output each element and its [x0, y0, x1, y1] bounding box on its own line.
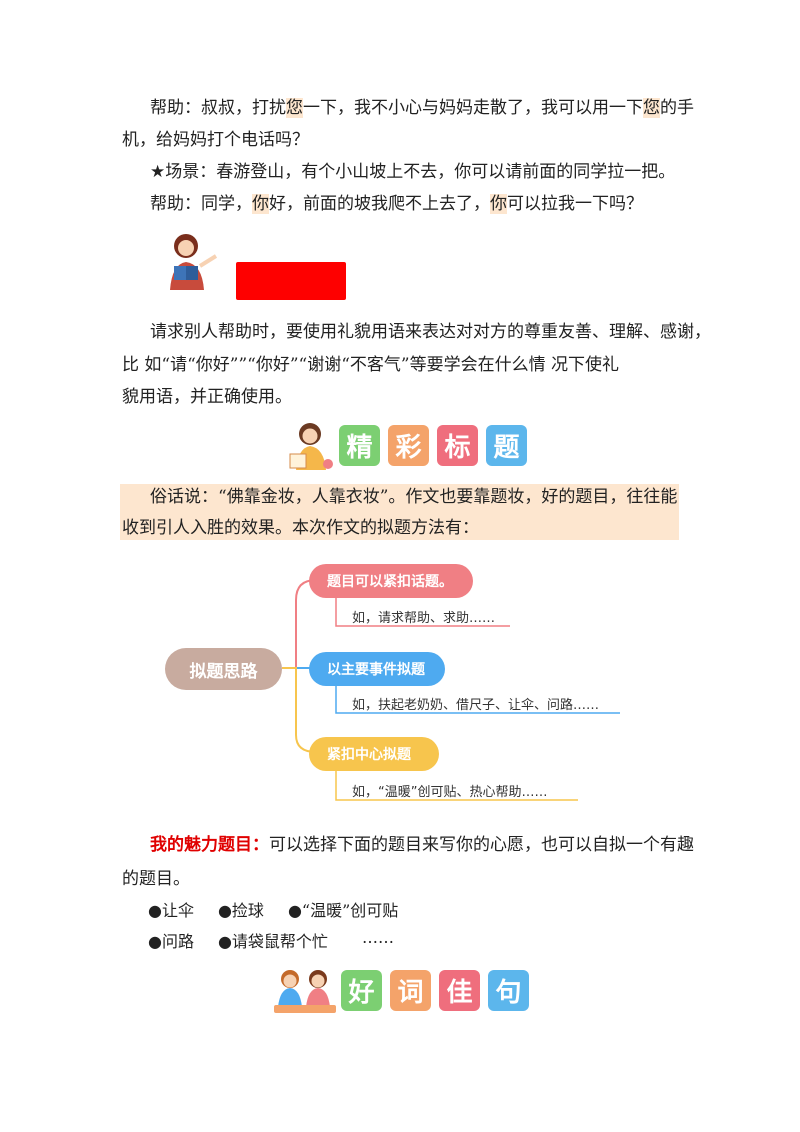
mindmap-branch-event: 以主要事件拟题 [309, 652, 445, 686]
intro-line-2: 收到引人入胜的效果。本次作文的拟题方法有： [122, 518, 479, 538]
section-title-haoci: 好 词 佳 句 [341, 970, 529, 1011]
teacher-illustration [170, 234, 218, 290]
option-item: ●捡球 [217, 901, 264, 920]
title-char: 佳 [439, 970, 480, 1011]
option-item: …… [361, 928, 394, 947]
summary-line-3: 貌用语，并正确使用。 [122, 387, 292, 407]
red-box [236, 262, 346, 300]
section-title-jingcai: 精 彩 标 题 [339, 425, 527, 466]
title-char: 题 [486, 425, 527, 466]
charm-options-row-2: ●问路 ●请袋鼠帮个忙 …… [148, 928, 394, 952]
intro-line-1: 俗话说：“佛靠金妆，人靠衣妆”。作文也要靠题妆，好的题目，往往能 [150, 487, 678, 507]
mindmap-branch-center-detail: 如，“温暖”创可贴、热心帮助…… [352, 785, 548, 800]
charm-label: 我的魅力题目： [150, 835, 269, 855]
intro-highlight-bg [120, 484, 679, 540]
mindmap-branch-topic: 题目可以紧扣话题。 [309, 564, 473, 598]
title-char: 标 [437, 425, 478, 466]
mindmap-center-node: 拟题思路 [165, 648, 282, 690]
dialogue-line-2: 帮助：同学，你好，前面的坡我爬不上去了，你可以拉我一下吗？ [150, 194, 643, 214]
charm-line-1: 我的魅力题目：可以选择下面的题目来写你的心愿，也可以自拟一个有趣 [150, 830, 694, 860]
option-item: ●让伞 [148, 901, 194, 920]
option-item: ●“温暖”创可贴 [287, 901, 399, 920]
title-char: 句 [488, 970, 529, 1011]
mindmap-branch-topic-detail: 如，请求帮助、求助…… [352, 611, 496, 626]
mindmap-branch-center: 紧扣中心拟题 [309, 737, 439, 771]
summary-line-1: 请求别人帮助时，要使用礼貌用语来表达对对方的尊重友善、理解、感谢， [150, 322, 711, 342]
scene-line: ★场景：春游登山，有个小山坡上不去，你可以请前面的同学拉一把。 [150, 162, 676, 182]
mindmap-branch-event-detail: 如，扶起老奶奶、借尺子、让伞、问路…… [352, 698, 600, 713]
charm-text: 可以选择下面的题目来写你的心愿，也可以自拟一个有趣 [269, 835, 694, 855]
dialogue-line-1: 帮助：叔叔，打扰您一下，我不小心与妈妈走散了，我可以用一下您的手 [150, 98, 694, 118]
option-item: ●问路 [148, 932, 194, 951]
title-char: 精 [339, 425, 380, 466]
title-char: 好 [341, 970, 382, 1011]
option-item: ●请袋鼠帮个忙 [217, 932, 328, 951]
charm-options-row-1: ●让伞 ●捡球 ●“温暖”创可贴 [148, 897, 398, 921]
title-char: 彩 [388, 425, 429, 466]
summary-line-2: 比 如“请“你好””“你好”“谢谢“不客气”等要学会在什么情 况下使礼 [122, 355, 620, 375]
children-reading-illustration [274, 970, 336, 1013]
dialogue-line-1-cont: 机，给妈妈打个电话吗？ [122, 130, 309, 150]
title-char: 词 [390, 970, 431, 1011]
girl-painting-illustration [289, 423, 333, 470]
charm-line-2: 的题目。 [122, 869, 190, 889]
